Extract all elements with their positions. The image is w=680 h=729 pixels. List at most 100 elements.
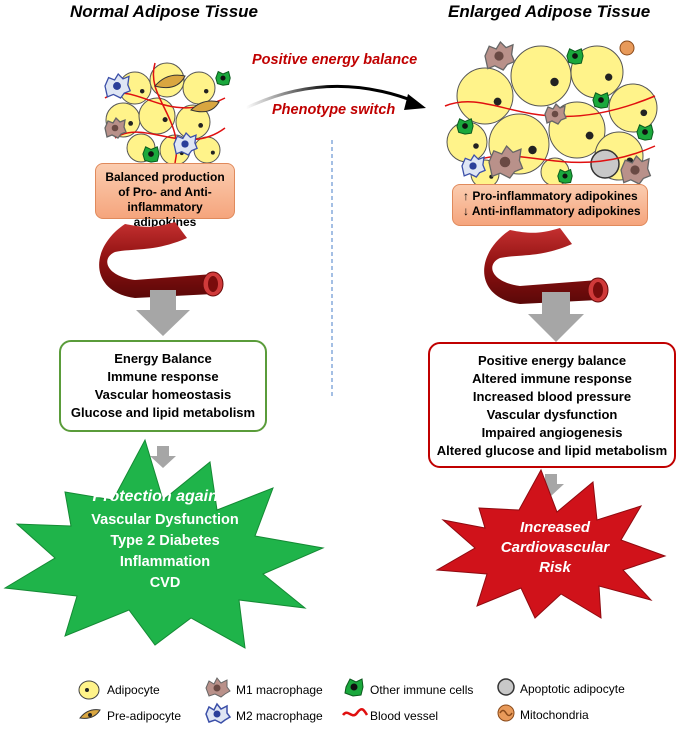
- immune-cell-nucleus: [598, 97, 604, 103]
- legend-adipocyte: Adipocyte: [107, 683, 160, 697]
- curved-arrow-icon: [245, 84, 426, 110]
- right-adipokine-box: ↑ Pro-inflammatory adipokines ↓ Anti-inf…: [452, 184, 648, 226]
- protection-text: Protection against: Vascular Dysfunction…: [70, 488, 260, 594]
- m1-macrophage-nucleus: [499, 156, 511, 168]
- down-arrow-icon: [136, 290, 190, 336]
- protection-item: Vascular Dysfunction: [91, 512, 239, 528]
- immune-cell-nucleus: [462, 123, 468, 129]
- protection-item: CVD: [149, 575, 181, 591]
- immune-cell-nucleus: [220, 75, 226, 81]
- m2-macrophage-nucleus: [181, 140, 189, 148]
- right-adipokine-line-2: ↓ Anti-inflammatory adipokines: [463, 204, 641, 218]
- risk-line: Risk: [539, 559, 571, 576]
- adipocyte-nucleus: [473, 143, 479, 149]
- right-effect-item: Impaired angiogenesis: [481, 425, 623, 440]
- right-blood-vessel: Systemic Circulation: [484, 228, 609, 304]
- adipocyte-nucleus: [203, 88, 209, 94]
- left-effects-box: Energy Balance Immune response Vascular …: [59, 340, 267, 432]
- adipocyte-cell: [608, 83, 658, 133]
- legend-other-immune: Other immune cells: [370, 683, 474, 697]
- legend-m2-macrophage: M2 macrophage: [236, 709, 323, 723]
- enlarged-adipose-cluster: [444, 40, 658, 189]
- down-arrow-icon: [528, 292, 584, 342]
- risk-text: Increased Cardiovascular Risk: [480, 518, 630, 578]
- m2-macrophage-nucleus: [469, 162, 477, 170]
- legend-pre-adipocyte: Pre-adipocyte: [107, 709, 182, 723]
- risk-burst: [435, 468, 667, 619]
- divider-line: [331, 140, 333, 398]
- adipocyte-nucleus: [528, 145, 537, 155]
- adipocyte-nucleus: [550, 77, 559, 87]
- adipocyte-nucleus: [210, 150, 215, 155]
- adipocyte-nucleus: [139, 88, 145, 94]
- m1-macrophage-icon: [205, 677, 231, 698]
- immune-cell-icon: [344, 678, 364, 697]
- legend-apoptotic: Apoptotic adipocyte: [520, 682, 625, 696]
- apoptotic-adipocyte-icon: [497, 678, 515, 696]
- adipocyte-icon: [78, 680, 100, 700]
- adipocyte-nucleus: [585, 131, 594, 140]
- m1-macrophage-nucleus: [111, 124, 119, 132]
- left-adipokine-text: Balanced production of Pro- and Anti-inf…: [105, 170, 225, 229]
- protection-item: Type 2 Diabetes: [110, 533, 220, 549]
- adipocyte-nucleus: [605, 73, 613, 81]
- left-title: Normal Adipose Tissue: [70, 2, 258, 21]
- m1-macrophage-nucleus: [494, 51, 504, 61]
- m2-macrophage-nucleus: [113, 82, 121, 90]
- m1-macrophage-nucleus: [551, 110, 559, 118]
- right-effect-item: Altered immune response: [472, 371, 632, 386]
- immune-cell-nucleus: [642, 129, 648, 135]
- blood-vessel-icon: [341, 708, 369, 717]
- legend-mitochondria: Mitochondria: [520, 708, 589, 722]
- pre-adipocyte-cell: [154, 74, 186, 89]
- adipocyte-cell: [510, 45, 572, 107]
- adipocyte-cell: [182, 71, 216, 105]
- left-effect-item: Glucose and lipid metabolism: [70, 405, 256, 420]
- left-blood-vessel: Systemic Circulation: [99, 222, 224, 298]
- right-effect-item: Vascular dysfunction: [486, 407, 618, 422]
- adipocyte-nucleus: [493, 97, 502, 106]
- left-adipokine-box: Balanced production of Pro- and Anti-inf…: [95, 163, 235, 229]
- adipocyte-nucleus: [162, 117, 168, 123]
- mitochondria: [619, 40, 635, 56]
- normal-adipose-cluster: [104, 62, 231, 166]
- immune-cell-nucleus: [148, 151, 154, 157]
- down-arrow-icon: [538, 474, 564, 496]
- pre-adipocyte-icon: [79, 709, 101, 719]
- risk-line: Cardiovascular: [500, 539, 610, 556]
- m1-macrophage-nucleus: [630, 165, 640, 175]
- adipocyte-nucleus: [198, 123, 204, 128]
- center-top-label: Positive energy balance: [252, 52, 418, 68]
- protection-heading: Protection against:: [92, 488, 238, 505]
- pre-adipocyte-cell: [190, 100, 220, 113]
- left-effect-item: Vascular homeostasis: [94, 387, 232, 402]
- adipocyte-cell: [193, 136, 221, 164]
- risk-line: Increased: [519, 519, 591, 536]
- right-effects-box: Positive energy balance Altered immune r…: [428, 342, 676, 468]
- apoptotic-adipocyte: [590, 149, 620, 179]
- right-vessel-label-1: Systemic: [538, 262, 575, 272]
- right-effect-item: Altered glucose and lipid metabolism: [436, 443, 668, 458]
- right-effect-item: Increased blood pressure: [472, 389, 632, 404]
- right-effect-item: Positive energy balance: [477, 353, 627, 368]
- immune-cell-nucleus: [572, 53, 578, 59]
- immune-cell-nucleus: [562, 173, 568, 179]
- adipocyte-cell: [138, 97, 176, 135]
- center-bottom-label: Phenotype switch: [272, 102, 396, 118]
- left-effect-item: Immune response: [107, 369, 219, 384]
- left-effect-item: Energy Balance: [114, 351, 212, 366]
- mitochondria-icon: [497, 704, 515, 722]
- m2-macrophage-icon: [205, 702, 232, 724]
- right-title: Enlarged Adipose Tissue: [448, 2, 651, 21]
- left-vessel-label-1: Systemic: [153, 256, 190, 266]
- adipocyte-nucleus: [128, 121, 134, 126]
- adipocyte-nucleus: [640, 109, 648, 117]
- protection-burst: [3, 438, 325, 649]
- right-vessel-label-2: Circulation: [528, 274, 571, 284]
- legend-blood-vessel: Blood vessel: [370, 709, 439, 723]
- adipocyte-cell: [456, 67, 514, 125]
- legend-m1-macrophage: M1 macrophage: [236, 683, 323, 697]
- left-vessel-label-2: Circulation: [143, 268, 186, 278]
- down-arrow-icon: [150, 446, 176, 468]
- protection-item: Inflammation: [119, 554, 211, 570]
